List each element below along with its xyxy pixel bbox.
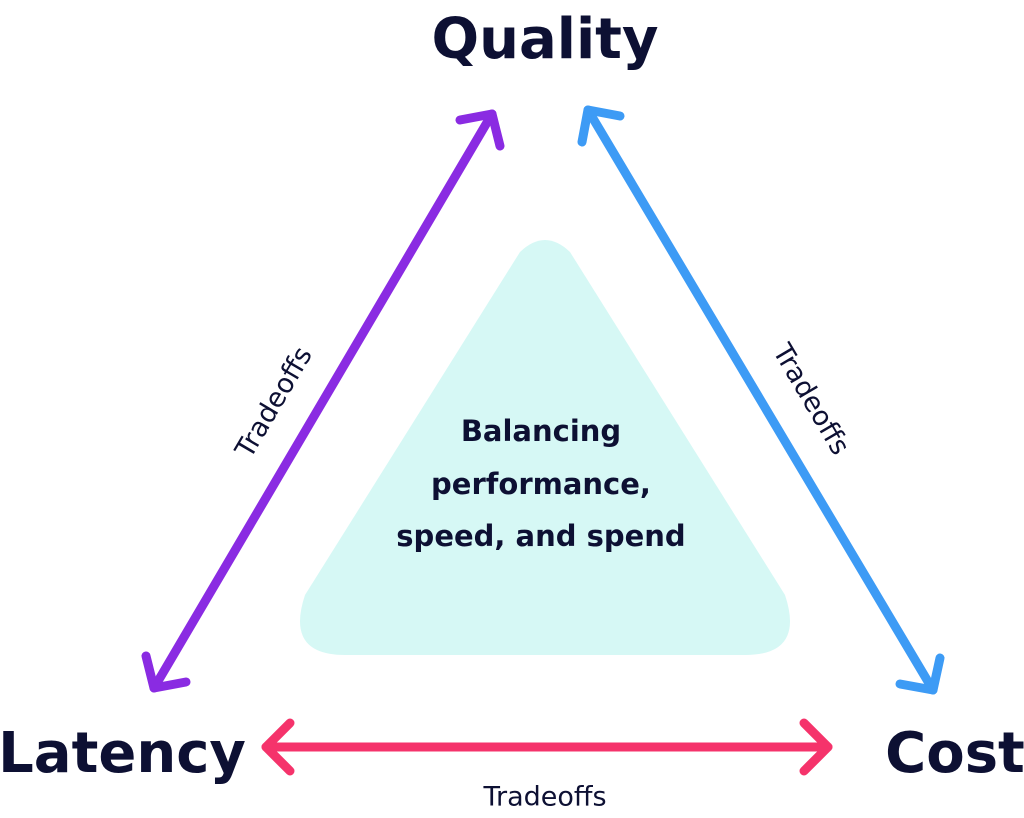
node-label-quality: Quality [432, 7, 659, 72]
node-label-cost: Cost [885, 721, 1024, 786]
quality-cost-arrow [577, 105, 945, 695]
center-label-line-3: speed, and spend [396, 519, 685, 553]
edge-label-quality-latency: Tradeoffs [229, 342, 319, 465]
edge-label-latency-cost: Tradeoffs [482, 782, 606, 813]
center-triangle [300, 240, 790, 655]
center-label-line-2: performance, [431, 467, 651, 501]
quality-latency-arrow [141, 109, 505, 693]
center-label-line-1: Balancing [461, 414, 621, 448]
node-label-latency: Latency [0, 721, 246, 786]
edge-label-quality-cost: Tradeoffs [766, 338, 856, 461]
latency-cost-arrow [261, 718, 833, 776]
